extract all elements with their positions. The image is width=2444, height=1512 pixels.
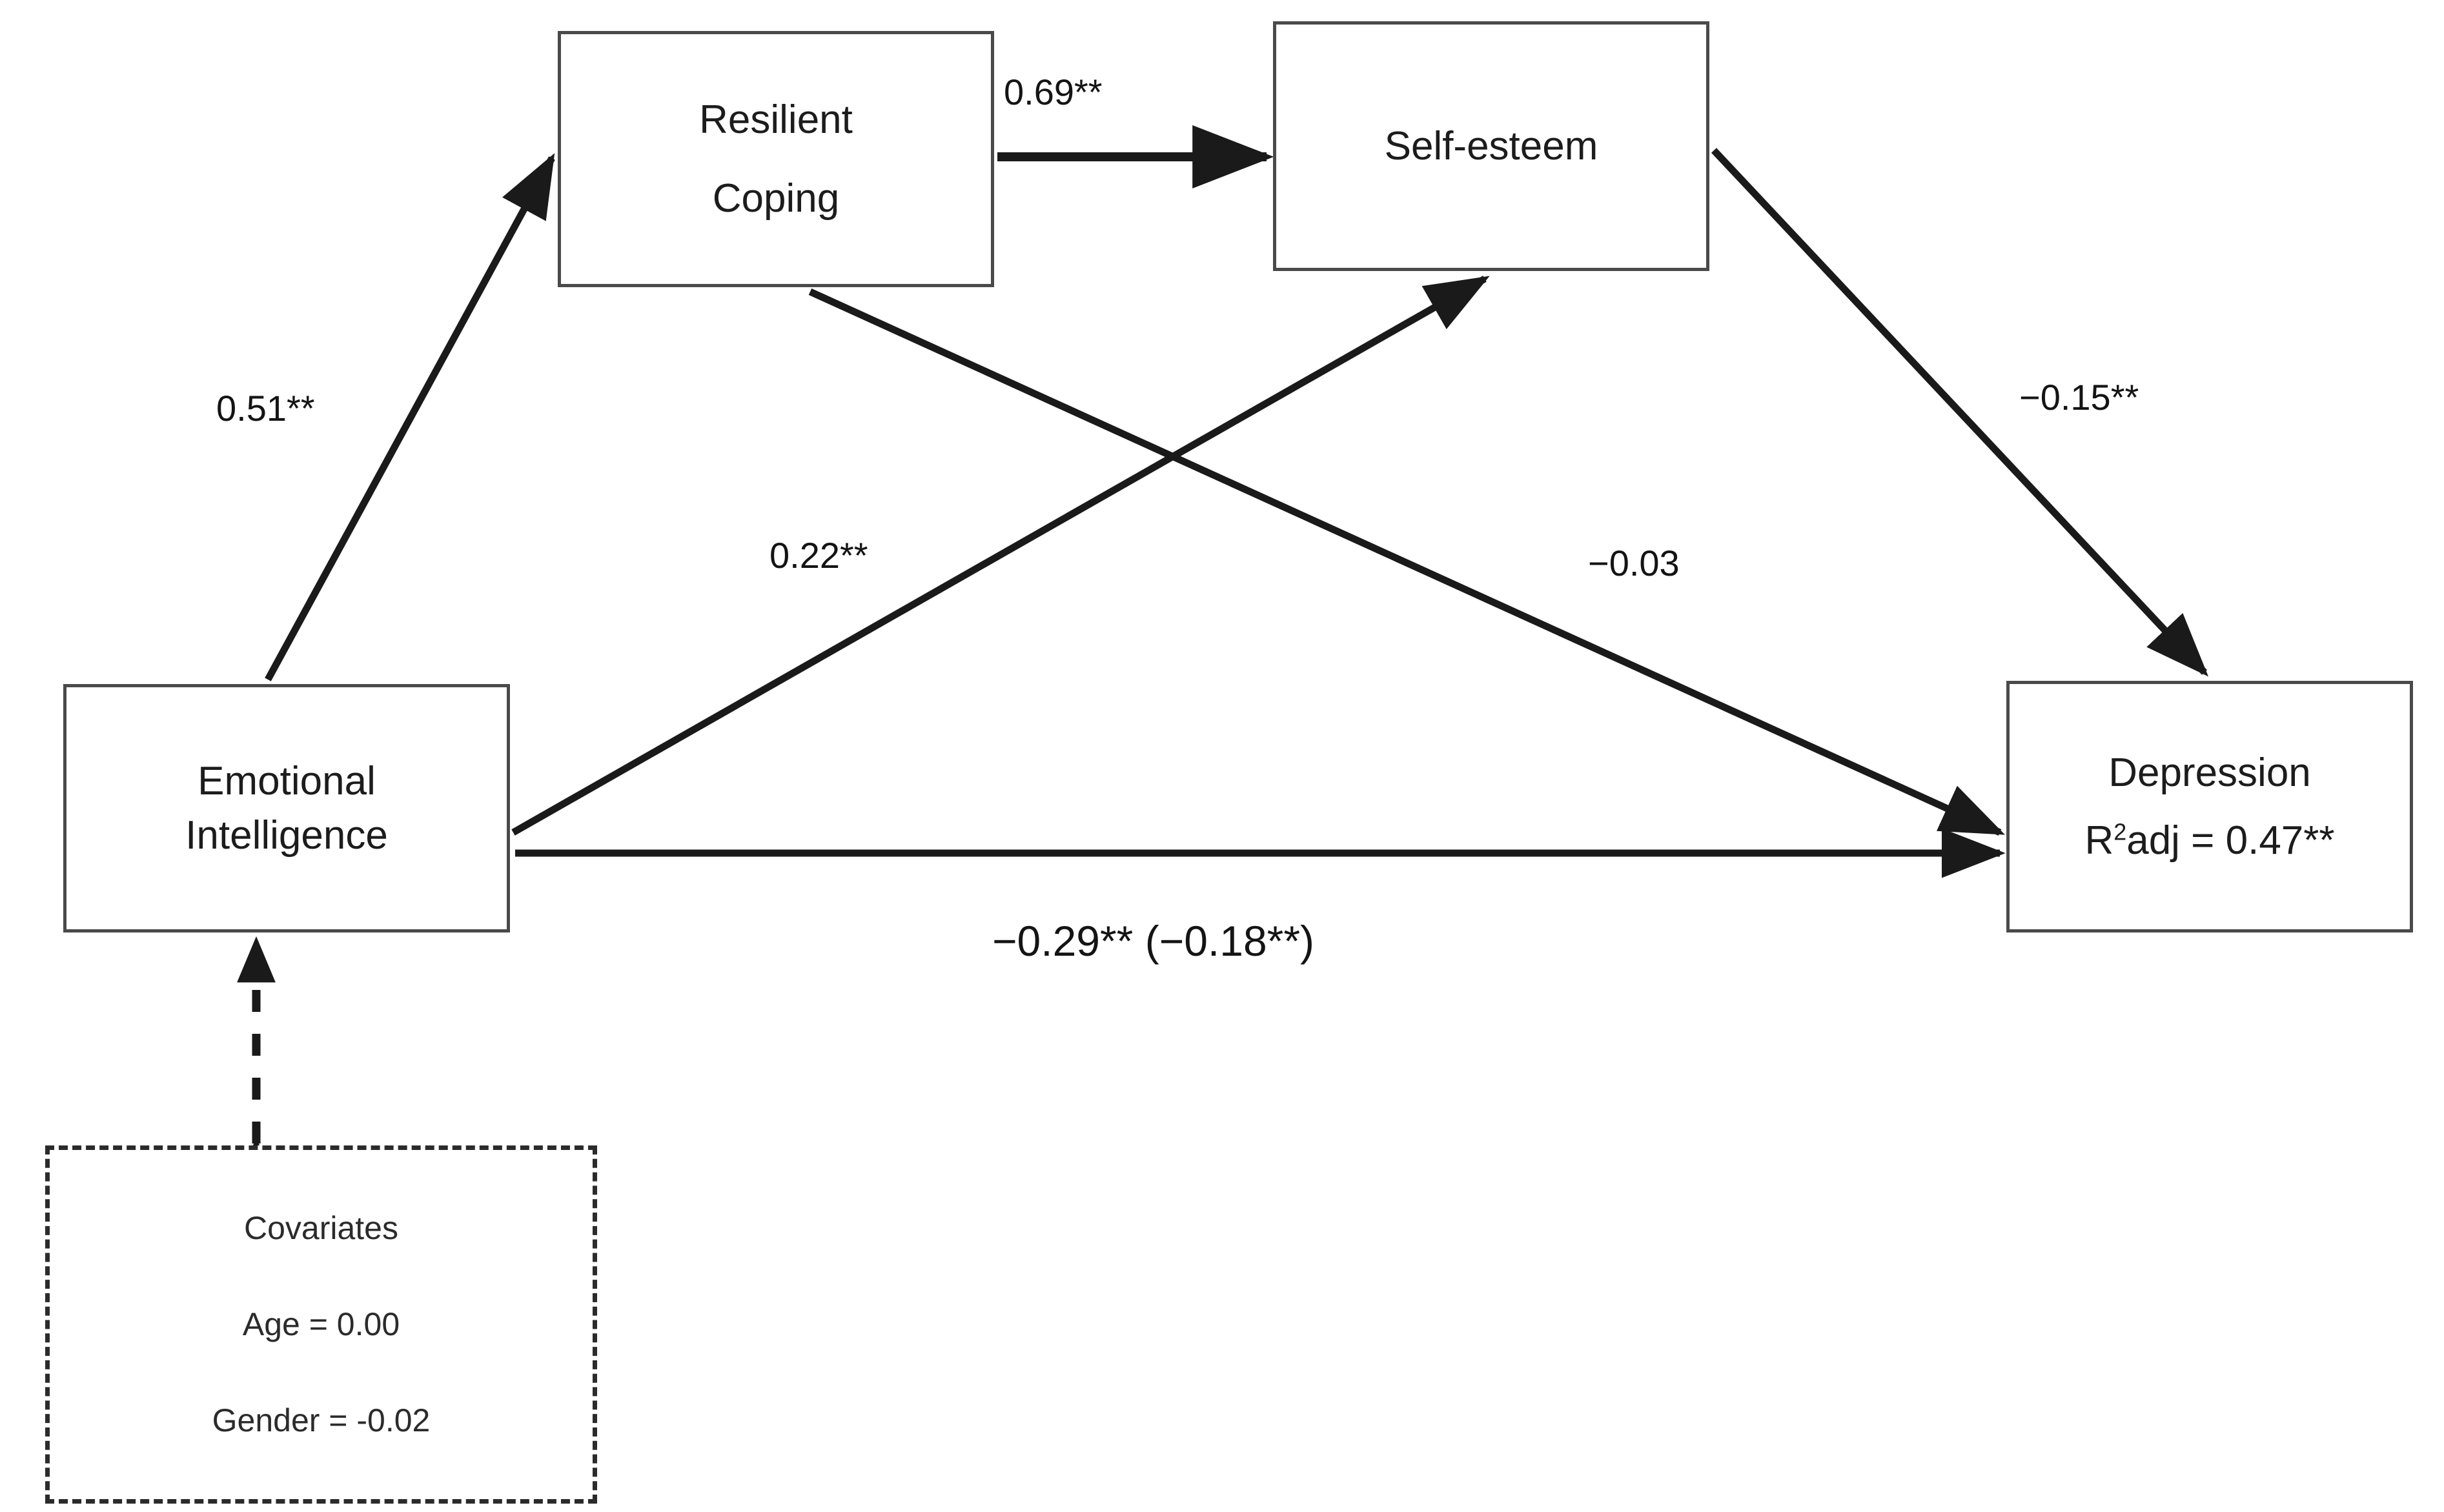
covariates-heading: Covariates [244,1210,398,1246]
r2-suffix: adj = 0.47** [2126,818,2335,863]
node-self-esteem[interactable]: Self-esteem [1273,21,1709,271]
r2-prefix: R [2084,818,2114,863]
node-self-esteem-label: Self-esteem [1384,123,1598,168]
edge-ei-to-resilient-coping [265,153,555,681]
edge-label-resilient-coping-to-depression: −0.03 [1588,543,1680,583]
covariate-item-age: Age = 0.00 [242,1306,400,1342]
edge-label-resilient-coping-to-self-esteem: 0.69** [1004,72,1103,112]
node-depression-label: Depression [2108,750,2311,795]
r2-exponent: 2 [2113,818,2127,845]
edge-label-ei-to-depression: −0.29** (−0.18**) [992,917,1315,965]
node-emotional-intelligence-label-line1: Emotional [198,759,376,804]
edge-self-esteem-to-depression [1711,148,2209,677]
edge-ei-to-self-esteem [511,276,1490,836]
edge-label-self-esteem-to-depression: −0.15** [2019,377,2139,418]
node-emotional-intelligence[interactable]: Emotional Intelligence [63,684,510,932]
node-depression-r2-stat: R2adj = 0.47** [2084,820,2334,862]
edge-resilient-coping-to-depression [808,288,2006,836]
node-resilient-coping[interactable]: Resilient Coping [558,31,994,287]
node-resilient-coping-label-line2: Coping [712,176,840,221]
node-emotional-intelligence-label-line2: Intelligence [185,812,388,858]
node-depression[interactable]: Depression R2adj = 0.47** [2006,681,2413,932]
covariate-item-gender: Gender = -0.02 [212,1402,431,1438]
edge-label-ei-to-resilient-coping: 0.51** [216,388,315,428]
node-resilient-coping-label-line1: Resilient [699,97,853,143]
covariates-box[interactable]: Covariates Age = 0.00 Gender = -0.02 [45,1145,597,1504]
edge-label-ei-to-self-esteem: 0.22** [769,535,868,576]
